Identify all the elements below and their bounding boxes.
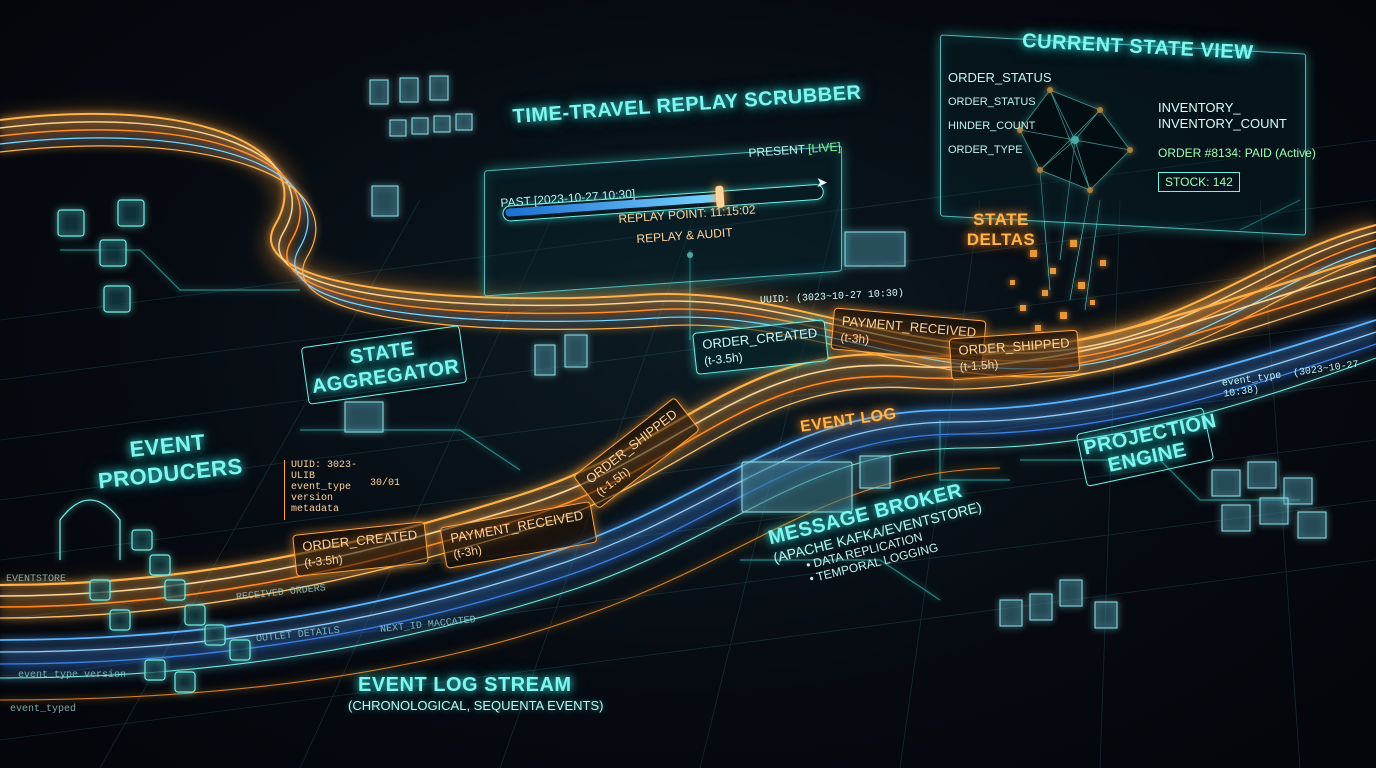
state-field: ORDER_STATUS bbox=[948, 70, 1052, 85]
stream-halo-lower bbox=[0, 252, 1376, 618]
order-status-line: ORDER #8134: PAID (Active) bbox=[1158, 146, 1316, 160]
state-field: ORDER_TYPE bbox=[948, 144, 1023, 156]
state-fields-left: ORDER_STATUS ORDER_STATUS HINDER_COUNT O… bbox=[948, 66, 1052, 162]
live-label: [LIVE] bbox=[807, 139, 842, 156]
event-log-stream-sub: (CHRONOLOGICAL, SEQUENTA EVENTS) bbox=[348, 698, 604, 713]
stream-text: event_typed bbox=[10, 704, 77, 715]
schema-line: metadata bbox=[291, 504, 340, 515]
upper-stream bbox=[0, 113, 1376, 378]
state-field: HINDER_COUNT bbox=[948, 120, 1036, 132]
state-field: INVENTORY_ bbox=[1158, 100, 1241, 115]
stream-halo-blue bbox=[0, 315, 1376, 675]
schema-line: ULIB bbox=[291, 471, 316, 482]
schema-line: event_type bbox=[291, 482, 352, 493]
event-log-stream-label: EVENT LOG STREAM bbox=[358, 674, 572, 696]
cursor-icon: ➤ bbox=[816, 174, 828, 190]
state-field: ORDER_STATUS bbox=[948, 96, 1036, 108]
stock-line: STOCK: 142 bbox=[1158, 172, 1240, 192]
state-fields-right: INVENTORY_ INVENTORY_COUNT bbox=[1158, 100, 1287, 132]
state-deltas-label: STATE DELTAS bbox=[966, 210, 1036, 249]
state-field: INVENTORY_COUNT bbox=[1158, 116, 1287, 131]
state-delta-cubes bbox=[1010, 240, 1106, 331]
stream-text: EVENTSTORE bbox=[6, 574, 67, 585]
schema-line: UUID: 3023- bbox=[291, 460, 358, 471]
lower-stream bbox=[0, 253, 1376, 701]
schema-line: version bbox=[291, 493, 334, 504]
server-blocks bbox=[344, 75, 1327, 629]
state-graph-nodes bbox=[1017, 87, 1133, 193]
event-tag-order-shipped-upper[interactable]: ORDER_SHIPPED (t-1.5h) bbox=[948, 329, 1081, 381]
schema-side: 30/01 bbox=[370, 478, 401, 489]
event-schema-panel: UUID: 3023- ULIB event_type version meta… bbox=[284, 460, 421, 520]
stream-text: event_type version bbox=[18, 670, 127, 681]
producer-nodes bbox=[57, 199, 251, 693]
